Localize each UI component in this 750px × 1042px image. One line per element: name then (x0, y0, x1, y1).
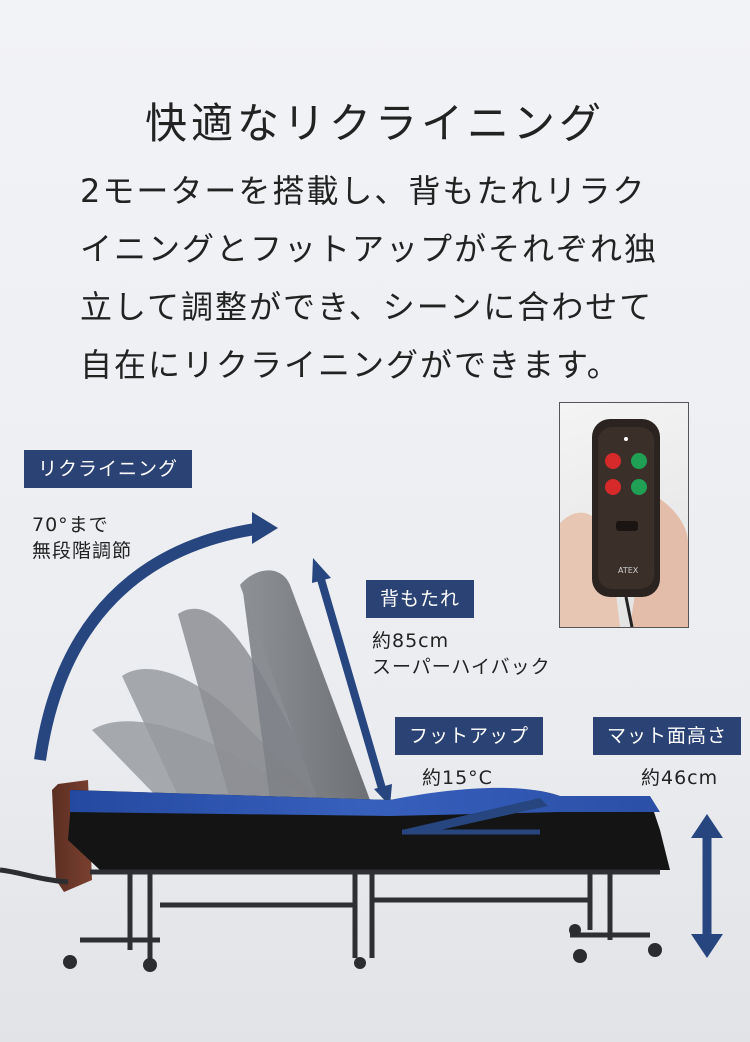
mat-height-label: マット面高さ (593, 717, 742, 755)
backrest (240, 570, 370, 806)
description-line: 2モーターを搭載し、背もたれリラク (80, 172, 647, 210)
description-line: 立して調整ができ、シーンに合わせて (80, 288, 654, 326)
arrow-head-icon (691, 814, 723, 838)
arrow-head-icon (252, 512, 278, 544)
foot-up-button (631, 479, 647, 495)
description-line: 自在にリクライニングができます。 (80, 346, 621, 384)
backrest-label: 背もたれ (366, 580, 475, 618)
mat-height-value: 約46cm (641, 767, 719, 789)
reclining-mode: 無段階調節 (32, 540, 133, 562)
backrest-length-arrow (316, 574, 387, 794)
reclining-detail: 70°まで 無段階調節 (32, 512, 132, 564)
head-up-button (631, 453, 647, 469)
remote-brand: ATEX (618, 566, 639, 575)
reclining-label: リクライニング (24, 450, 193, 488)
foot-down-button (605, 479, 621, 495)
power-cable (0, 867, 69, 885)
description: 2モーターを搭載し、背もたれリラク イニングとフットアップがそれぞれ独 立して調… (80, 162, 700, 394)
footup-value: 約15°C (422, 767, 493, 789)
head-down-button (605, 453, 621, 469)
power-switch (616, 521, 638, 531)
footup-angle-line (402, 798, 548, 830)
reclining-angle: 70°まで (32, 514, 109, 536)
page-title: 快適なリクライニング (144, 99, 605, 149)
remote-photo: ATEX (559, 402, 689, 628)
description-line: イニングとフットアップがそれぞれ独 (80, 230, 659, 268)
casters (63, 924, 662, 972)
backrest-height: 約85cm (372, 630, 450, 652)
backrest-type: スーパーハイバック (372, 656, 551, 678)
bed-frame (80, 869, 660, 960)
arrow-head-icon (691, 934, 723, 958)
arrow-head-icon (312, 558, 331, 583)
remote-illustration: ATEX (560, 419, 688, 627)
footup-label: フットアップ (395, 717, 544, 755)
recline-arc-arrow (34, 522, 263, 761)
backrest-detail: 約85cm スーパーハイバック (372, 628, 551, 680)
